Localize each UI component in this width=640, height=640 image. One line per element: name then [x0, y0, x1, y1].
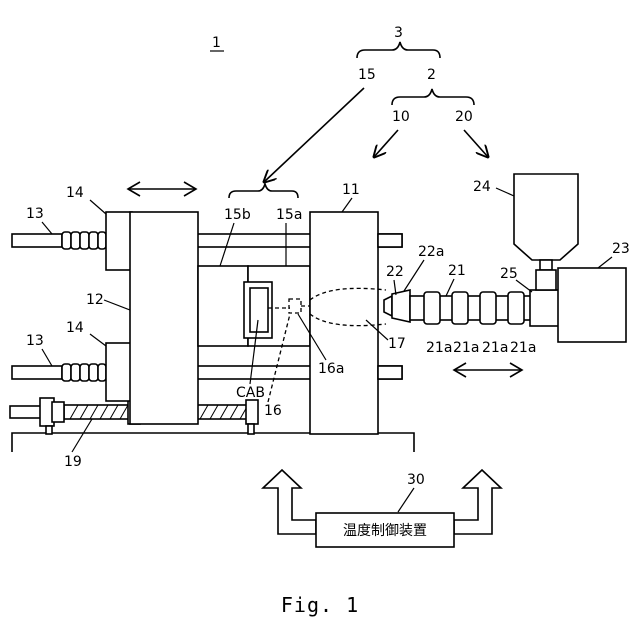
- label-21a-3: 21a: [482, 340, 508, 356]
- label-21a-1: 21a: [426, 340, 452, 356]
- hopper-24: [514, 174, 578, 260]
- leader-11: [342, 198, 352, 212]
- clamp-cylinder-lower: [106, 343, 132, 401]
- label-21a-4: 21a: [510, 340, 536, 356]
- brace-mold: [229, 184, 298, 198]
- label-20: 20: [455, 109, 473, 125]
- machine-base: [12, 433, 414, 452]
- leader-13-lower: [42, 349, 52, 366]
- screw-support-left: [46, 426, 52, 434]
- label-25: 25: [500, 266, 518, 282]
- rod-upper: [12, 234, 62, 247]
- label-10: 10: [392, 109, 410, 125]
- screw-support-right: [248, 424, 254, 434]
- label-17: 17: [388, 336, 406, 352]
- label-13-lower: 13: [26, 333, 44, 349]
- figure-caption: Fig. 1: [281, 593, 359, 617]
- arrow-15-to-mold: [264, 88, 364, 182]
- label-21a-2: 21a: [453, 340, 479, 356]
- label-19: 19: [64, 454, 82, 470]
- rod-lower-ribs: [62, 364, 106, 381]
- arrow-20: [464, 130, 488, 157]
- heater-band-2: [452, 292, 468, 324]
- leader-14-upper: [90, 200, 106, 214]
- leader-23: [598, 257, 612, 268]
- label-21: 21: [448, 263, 466, 279]
- rod-upper-ribs: [62, 232, 106, 249]
- label-30: 30: [407, 472, 425, 488]
- brace-2: [392, 89, 474, 105]
- controller-arrow-left: [263, 470, 316, 534]
- mold-cavity-core: [250, 288, 268, 332]
- drive-unit-23: [558, 268, 626, 342]
- heater-band-3: [480, 292, 496, 324]
- label-22a: 22a: [418, 244, 444, 260]
- fixed-platen: [310, 212, 378, 434]
- controller-arrow-right: [454, 470, 501, 534]
- label-11: 11: [342, 182, 360, 198]
- tie-bar-upper-end: [378, 234, 402, 247]
- brace-3: [357, 42, 440, 58]
- label-14-upper: 14: [66, 185, 84, 201]
- figure-number-label: 1: [212, 35, 221, 51]
- clamp-cylinder-upper: [106, 212, 132, 270]
- label-13-upper: 13: [26, 206, 44, 222]
- label-15: 15: [358, 67, 376, 83]
- hopper-neck: [540, 260, 552, 270]
- label-16a: 16a: [318, 361, 344, 377]
- heater-band-1: [424, 292, 440, 324]
- label-3: 3: [394, 25, 403, 41]
- screw-bearing-right: [246, 400, 258, 424]
- label-14-lower: 14: [66, 320, 84, 336]
- label-24: 24: [473, 179, 491, 195]
- hopper-throat: [536, 270, 556, 290]
- rod-lower: [12, 366, 62, 379]
- screw-bearing-left-inner: [52, 402, 64, 422]
- label-23: 23: [612, 241, 630, 257]
- leader-12: [104, 300, 130, 310]
- label-15a: 15a: [276, 207, 302, 223]
- nozzle-22: [392, 290, 410, 322]
- leader-14-lower: [90, 334, 106, 346]
- temperature-controller-label: 温度制御装置: [343, 523, 427, 539]
- leader-24: [496, 188, 514, 196]
- nozzle-tip: [384, 296, 392, 316]
- label-22: 22: [386, 264, 404, 280]
- leader-25: [516, 280, 532, 292]
- heater-band-4: [508, 292, 524, 324]
- label-16: 16: [264, 403, 282, 419]
- label-15b: 15b: [224, 207, 251, 223]
- barrel-rear-25: [530, 290, 560, 326]
- leader-13-upper: [42, 222, 52, 234]
- label-2: 2: [427, 67, 436, 83]
- leader-19: [72, 419, 92, 452]
- movable-platen: [130, 212, 198, 424]
- arrow-10: [374, 130, 398, 157]
- tie-bar-lower-end: [378, 366, 402, 379]
- leader-30: [398, 488, 414, 512]
- moving-mold: [198, 266, 248, 346]
- label-cab: CAB: [236, 385, 265, 401]
- label-12: 12: [86, 292, 104, 308]
- leader-22a: [404, 260, 424, 291]
